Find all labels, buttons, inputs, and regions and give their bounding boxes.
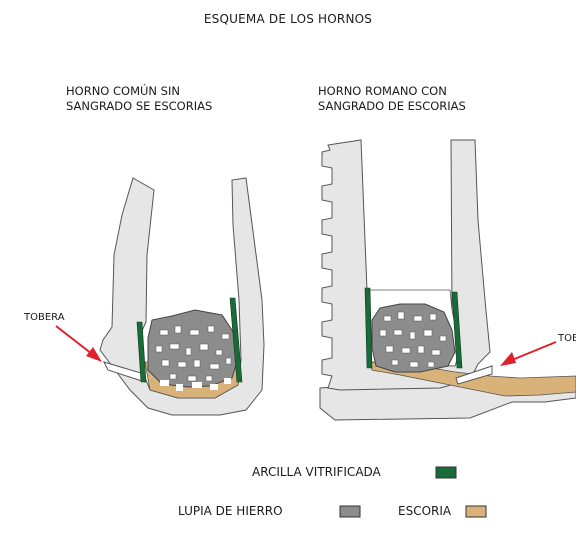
right-bloom-pores xyxy=(379,311,447,368)
legend-swatch-iron-bloom xyxy=(339,505,361,518)
legend-label-slag: ESCORIA xyxy=(398,504,452,518)
legend-label-iron-bloom: LUPIA DE HIERRO xyxy=(178,504,283,518)
right-furnace-label-line2: SANGRADO DE ESCORIAS xyxy=(318,99,466,113)
right-furnace-wall xyxy=(321,139,491,391)
left-tuyere-arrow xyxy=(55,325,102,362)
left-furnace xyxy=(99,177,265,416)
right-furnace-label-line1: HORNO ROMANO CON xyxy=(318,84,447,98)
left-vitrified-clay-right xyxy=(229,297,243,383)
left-furnace-label-line2: SANGRADO SE ESCORIAS xyxy=(66,99,213,113)
legend-swatch-vitrified-clay xyxy=(435,466,457,479)
right-tuyere-label: TOBERA xyxy=(558,333,576,344)
left-slag-inclusions xyxy=(160,378,231,391)
left-furnace-label-line1: HORNO COMÚN SIN xyxy=(66,84,180,98)
right-furnace-label: HORNO ROMANO CON SANGRADO DE ESCORIAS xyxy=(318,84,466,114)
left-furnace-label: HORNO COMÚN SIN SANGRADO SE ESCORIAS xyxy=(66,84,212,114)
right-tuyere-arrow xyxy=(500,341,557,366)
left-vitrified-clay-left xyxy=(136,321,147,383)
right-vitrified-clay-left xyxy=(364,287,373,369)
right-furnace xyxy=(319,139,576,421)
right-vitrified-clay-right xyxy=(451,291,463,369)
diagram-title: ESQUEMA DE LOS HORNOS xyxy=(203,12,373,26)
legend-label-vitrified-clay: ARCILLA VITRIFICADA xyxy=(252,465,381,479)
left-tuyere-label: TOBERA xyxy=(24,312,65,323)
right-tuyere-channel xyxy=(455,365,493,385)
left-bloom-pores xyxy=(155,325,232,382)
legend-swatch-slag xyxy=(465,505,487,518)
